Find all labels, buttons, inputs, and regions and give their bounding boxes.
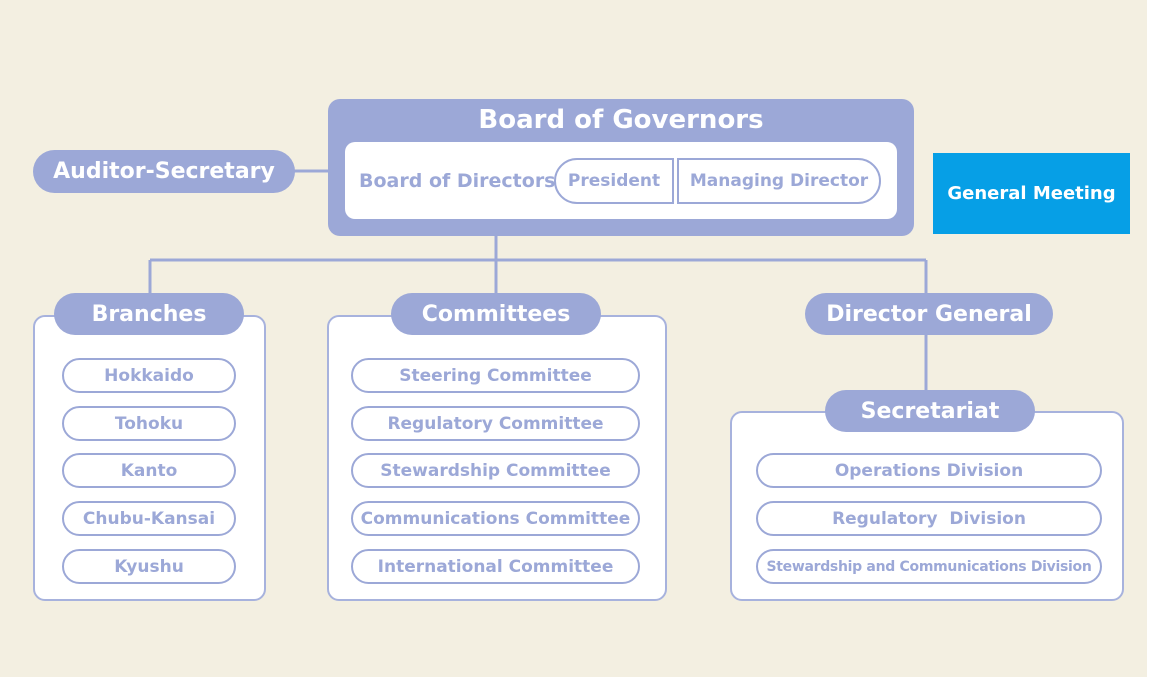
branch-item: Hokkaido (62, 358, 236, 393)
secretariat-header: Secretariat (825, 390, 1035, 432)
committee-item: Regulatory Committee (351, 406, 640, 441)
managing-director-node: Managing Director (677, 158, 881, 204)
general-meeting-node: General Meeting (933, 153, 1130, 234)
division-item: Regulatory Division (756, 501, 1102, 536)
committee-item: Communications Committee (351, 501, 640, 536)
committees-header: Committees (391, 293, 601, 335)
managing-director-label: Managing Director (689, 171, 869, 191)
board-of-governors-title: Board of Governors (478, 105, 764, 135)
auditor-secretary-node: Auditor-Secretary (33, 150, 295, 193)
branches-header: Branches (54, 293, 244, 335)
board-of-directors-panel: Board of Directors President Managing Di… (345, 142, 897, 219)
auditor-secretary-label: Auditor-Secretary (53, 159, 275, 184)
branch-item: Chubu-Kansai (62, 501, 236, 536)
director-general-node: Director General (805, 293, 1053, 335)
committees-title: Committees (421, 301, 571, 327)
director-general-label: Director General (826, 301, 1032, 327)
division-item: Operations Division (756, 453, 1102, 488)
branch-item: Kanto (62, 453, 236, 488)
president-node: President (554, 158, 674, 204)
division-item: Stewardship and Communications Division (756, 549, 1102, 584)
secretariat-title: Secretariat (860, 398, 1000, 424)
committee-item: Stewardship Committee (351, 453, 640, 488)
board-of-directors-label: Board of Directors (359, 170, 556, 192)
president-label: President (567, 171, 661, 191)
branch-item: Kyushu (62, 549, 236, 584)
board-of-governors: Board of Governors Board of Directors Pr… (328, 99, 914, 236)
branch-item: Tohoku (62, 406, 236, 441)
branches-title: Branches (91, 301, 207, 327)
committee-item: Steering Committee (351, 358, 640, 393)
committee-item: International Committee (351, 549, 640, 584)
general-meeting-label: General Meeting (947, 183, 1116, 204)
